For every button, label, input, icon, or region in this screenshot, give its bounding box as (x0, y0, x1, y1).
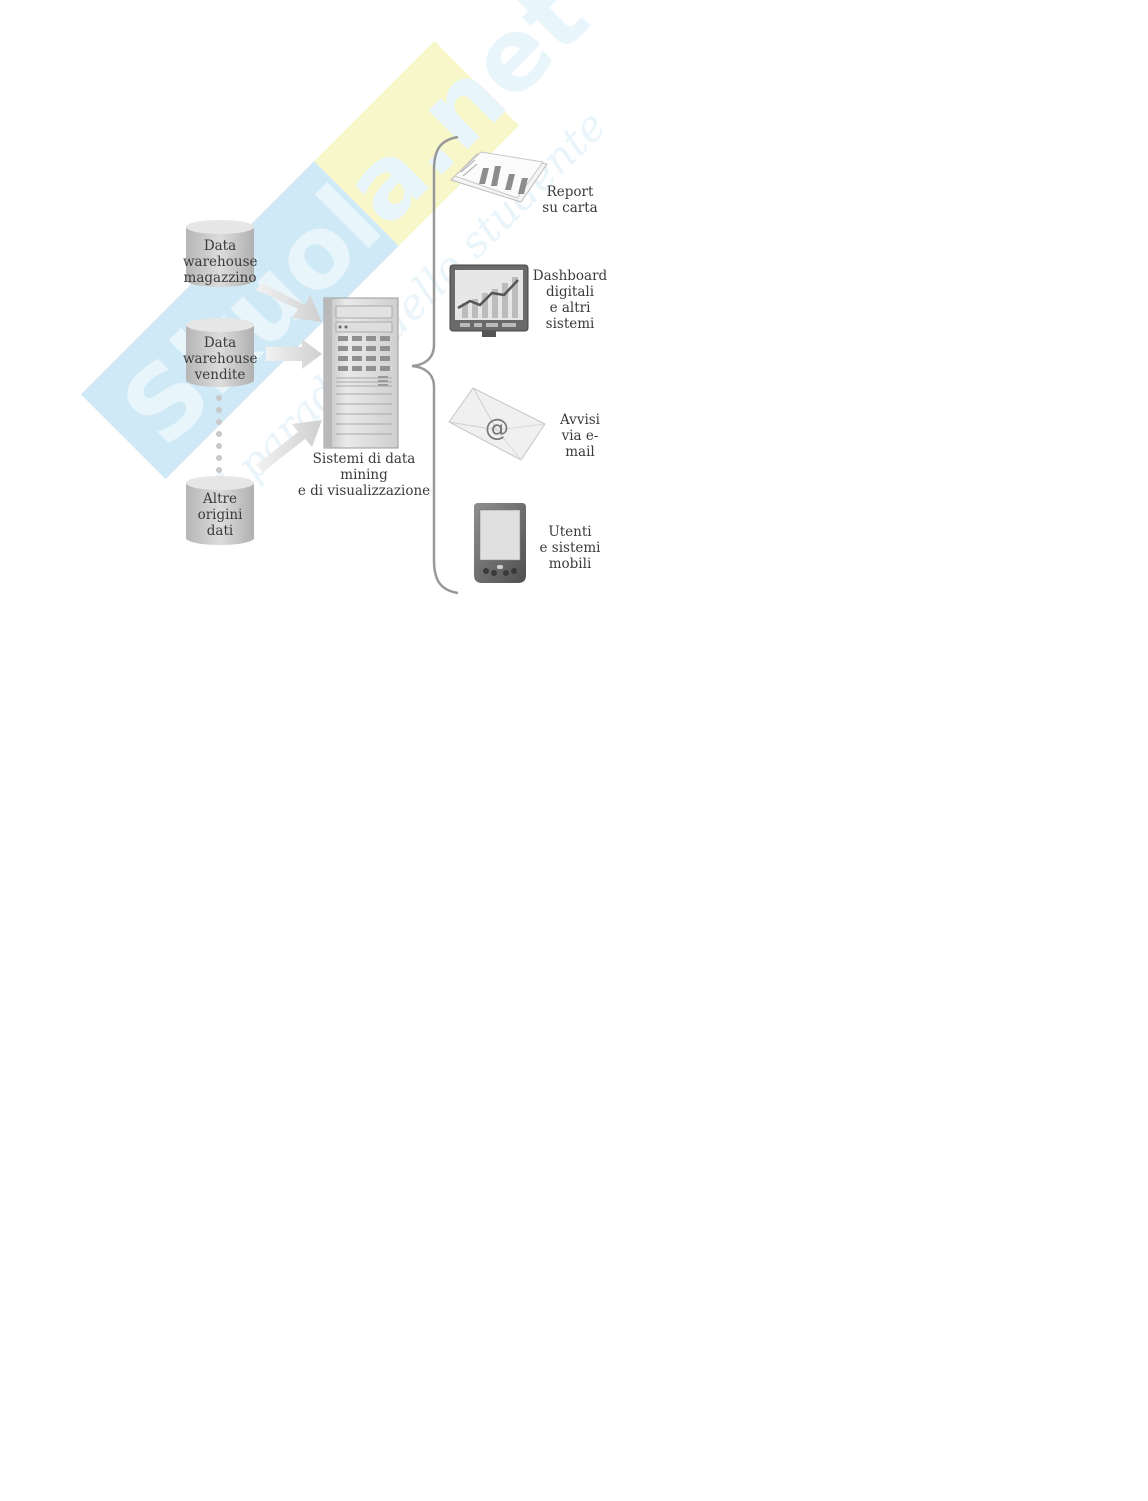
source-label-vendite: Data warehouse vendite (183, 335, 258, 383)
output-brace (411, 135, 459, 595)
arrow-vendite-to-server (266, 339, 322, 369)
cylinder-magazzino (186, 220, 254, 287)
paper-report-icon (450, 151, 548, 203)
output-label-dashboard: Dashboard digitali e altri sistemi (532, 268, 608, 332)
output-label-report: Report su carta (542, 184, 598, 216)
source-label-altre-origini: Altre origini dati (197, 491, 243, 539)
server-tower-icon (323, 297, 399, 449)
arrow-magazzino-to-server (256, 283, 322, 322)
arrow-altre-to-server (256, 420, 322, 472)
output-label-email: Avvisi via e-mail (559, 412, 601, 460)
connections (216, 135, 459, 595)
dashboard-monitor-icon (449, 264, 529, 337)
cylinder-vendite (186, 318, 254, 387)
center-label: Sistemi di data mining e di visualizzazi… (297, 451, 431, 499)
cylinder-altre-origini (186, 476, 254, 545)
mobile-device-icon (474, 503, 526, 583)
output-label-mobile: Utenti e sistemi mobili (539, 524, 601, 572)
source-label-magazzino: Data warehouse magazzino (183, 238, 258, 286)
dotted-connector (216, 395, 222, 473)
at-sign-icon: @ (485, 414, 509, 442)
email-envelope-icon: @ (448, 387, 546, 461)
